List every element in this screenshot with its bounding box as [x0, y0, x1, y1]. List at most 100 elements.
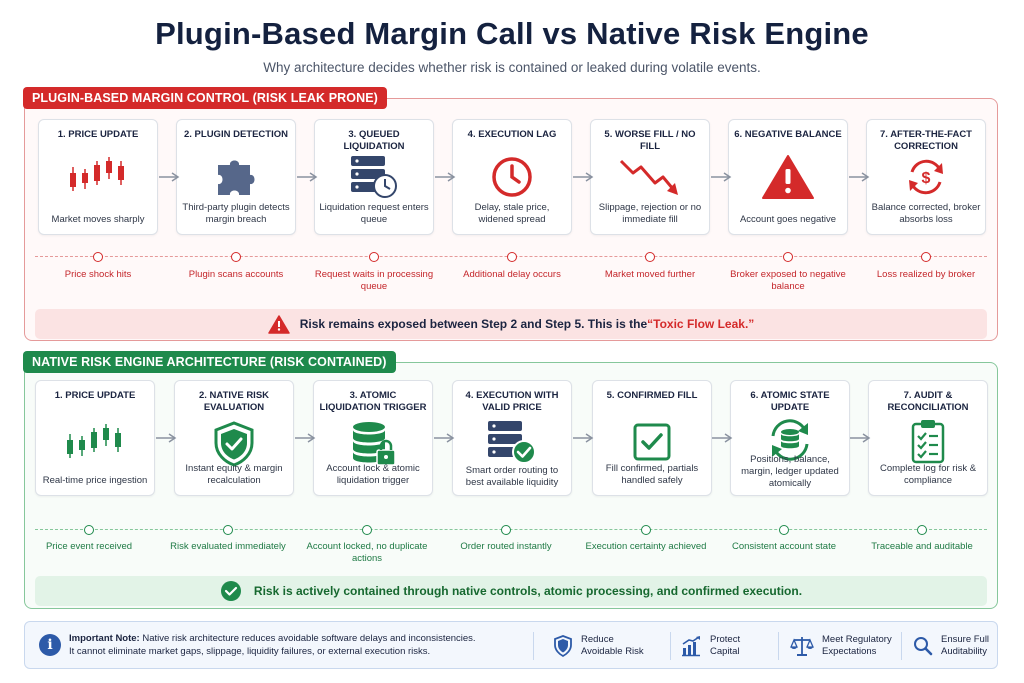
plugin-step-4: 4. EXECUTION LAG Delay, stale price, wid…	[452, 119, 572, 235]
arrow-right-icon	[850, 433, 871, 443]
note-line-1: Native risk architecture reduces avoidab…	[139, 633, 476, 644]
step-title: 5. WORSE FILL / NO FILL	[604, 129, 696, 152]
step-desc: Complete log for risk & compliance	[879, 463, 977, 486]
plugin-step-2: 2. PLUGIN DETECTION Third-party plugin d…	[176, 119, 296, 235]
banner-text: Risk remains exposed between Step 2 and …	[299, 317, 648, 331]
plugin-step-1: 1. PRICE UPDATE Market moves sharply	[38, 119, 158, 235]
timeline-label: Additional delay occurs	[463, 269, 561, 280]
clipboard-check-icon	[869, 419, 987, 465]
feature-line: Protect	[710, 634, 741, 645]
feature-line: Auditability	[941, 646, 987, 657]
divider	[533, 632, 534, 660]
database-sync-icon	[731, 417, 849, 463]
step-desc: Fill confirmed, partials handled safely	[605, 463, 699, 486]
plugin-warning-banner: Risk remains exposed between Step 2 and …	[35, 309, 987, 339]
timeline-label: Price event received	[45, 541, 133, 552]
page-subtitle: Why architecture decides whether risk is…	[263, 60, 761, 75]
timeline-label: Order routed instantly	[460, 541, 552, 552]
feature-line: Expectations	[822, 646, 877, 657]
note-label: Important Note:	[69, 633, 140, 644]
step-title: 1. PRICE UPDATE	[54, 390, 136, 401]
scales-icon	[790, 637, 814, 656]
step-title: 6. NEGATIVE BALANCE	[734, 129, 842, 140]
page-title: Plugin-Based Margin Call vs Native Risk …	[155, 16, 869, 51]
step-desc: Positions, balance, margin, ledger updat…	[741, 454, 839, 489]
timeline-dot	[917, 525, 927, 535]
native-step-4: 4. EXECUTION WITH VALID PRICE Smart orde…	[452, 380, 572, 496]
timeline-dot	[645, 252, 655, 262]
divider	[778, 632, 779, 660]
feature-line: Reduce	[581, 634, 614, 645]
candlestick-chart-icon	[36, 421, 154, 467]
checkbox-icon	[593, 419, 711, 465]
warning-triangle-icon	[267, 314, 290, 334]
divider	[901, 632, 902, 660]
step-desc: Instant equity & margin recalculation	[185, 463, 283, 486]
database-lock-icon	[314, 421, 432, 467]
step-desc: Account lock & atomic liquidation trigge…	[326, 463, 420, 486]
magnifier-icon	[914, 637, 933, 656]
native-step-6: 6. ATOMIC STATE UPDATE Positions, balanc…	[730, 380, 850, 496]
bar-chart-icon	[682, 636, 700, 657]
feature-line: Meet Regulatory	[822, 634, 892, 645]
step-desc: Smart order routing to best available li…	[465, 465, 559, 488]
step-desc: Real-time price ingestion	[42, 475, 148, 486]
check-circle-icon	[220, 581, 241, 601]
native-step-1: 1. PRICE UPDATE Real-time price ingestio…	[35, 380, 155, 496]
arrow-right-icon	[849, 172, 870, 182]
step-title: 5. CONFIRMED FILL	[606, 390, 698, 401]
step-desc: Slippage, rejection or no immediate fill	[598, 202, 702, 225]
timeline-label: Loss realized by broker	[876, 269, 976, 280]
arrow-right-icon	[573, 172, 594, 182]
feature-line: Capital	[710, 646, 740, 657]
svg-text:$: $	[922, 170, 931, 187]
step-title: 3. QUEUED LIQUIDATION	[343, 129, 405, 152]
clock-icon	[453, 154, 571, 200]
arrow-right-icon	[712, 433, 733, 443]
plugin-step-5: 5. WORSE FILL / NO FILL Slippage, reject…	[590, 119, 710, 235]
timeline-dot	[921, 252, 931, 262]
native-step-3: 3. ATOMIC LIQUIDATION TRIGGER Account lo…	[313, 380, 433, 496]
timeline-dot	[362, 525, 372, 535]
native-success-banner: Risk is actively contained through nativ…	[35, 576, 987, 606]
warning-triangle-icon	[729, 154, 847, 200]
step-title: 7. AFTER-THE-FACT CORRECTION	[879, 129, 972, 152]
timeline-label: Request waits in processing queue	[314, 269, 434, 292]
arrow-right-icon	[297, 172, 318, 182]
divider	[670, 632, 671, 660]
step-title: 4. EXECUTION WITH VALID PRICE	[465, 390, 559, 413]
important-note: i Important Note: Native risk architectu…	[24, 621, 998, 669]
step-title: 6. ATOMIC STATE UPDATE	[750, 390, 830, 413]
banner-text: Risk is actively contained through nativ…	[253, 584, 803, 598]
shield-check-icon	[175, 421, 293, 467]
arrow-right-icon	[159, 172, 180, 182]
info-icon: i	[39, 634, 61, 656]
puzzle-piece-icon	[177, 154, 295, 200]
timeline-dot	[779, 525, 789, 535]
timeline-dot	[93, 252, 103, 262]
timeline-dot	[231, 252, 241, 262]
timeline-dot	[501, 525, 511, 535]
timeline-label: Market moved further	[604, 269, 696, 280]
native-step-7: 7. AUDIT & RECONCILIATION Complete log f…	[868, 380, 988, 496]
step-title: 4. EXECUTION LAG	[467, 129, 557, 140]
timeline-label: Traceable and auditable	[871, 541, 973, 552]
native-panel-heading: NATIVE RISK ENGINE ARCHITECTURE (RISK CO…	[23, 351, 396, 373]
feature-line: Avoidable Risk	[581, 646, 644, 657]
arrow-right-icon	[156, 433, 177, 443]
timeline-line	[35, 529, 987, 530]
timeline-dot	[641, 525, 651, 535]
server-clock-icon	[315, 154, 433, 200]
plugin-step-6: 6. NEGATIVE BALANCE Account goes negativ…	[728, 119, 848, 235]
timeline-dot	[507, 252, 517, 262]
candlestick-chart-icon	[39, 154, 157, 200]
plugin-step-3: 3. QUEUED LIQUIDATION Liquidation reques…	[314, 119, 434, 235]
plugin-panel: PLUGIN-BASED MARGIN CONTROL (RISK LEAK P…	[23, 87, 998, 341]
feature-line: Ensure Full	[941, 634, 990, 645]
timeline-label: Price shock hits	[64, 269, 132, 280]
timeline-label: Execution certainty achieved	[585, 541, 707, 552]
plugin-step-7: 7. AFTER-THE-FACT CORRECTION $ Balance c…	[866, 119, 986, 235]
step-desc: Third-party plugin detects margin breach	[182, 202, 290, 225]
